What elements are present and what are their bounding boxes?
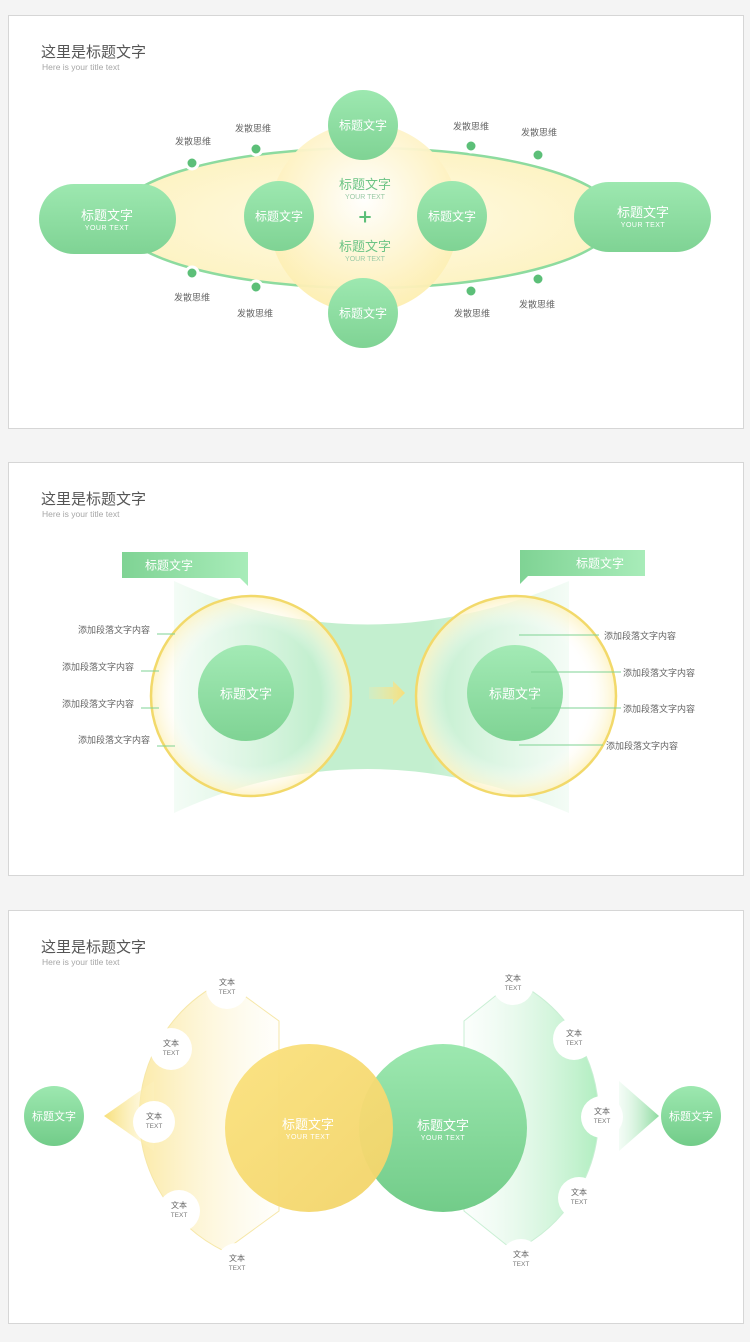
slide-title: 这里是标题文字 — [41, 43, 147, 61]
paragraph-item: 添加段落文字内容 — [604, 632, 677, 642]
center-top-label: 标题文字 YOUR TEXT — [338, 178, 392, 201]
paragraph-item: 添加段落文字内容 — [78, 736, 151, 746]
slide-divergent-thinking: 这里是标题文字 Here is your title text 标题文字 YOU… — [8, 15, 744, 429]
slide-subtitle: Here is your title text — [42, 957, 120, 967]
left-pill-label: 标题文字 YOUR TEXT — [80, 209, 134, 232]
right-small-circle-label: 标题文字 — [669, 1110, 713, 1123]
left-tab-label: 标题文字 — [144, 558, 194, 573]
slide3-graphics — [24, 963, 721, 1285]
right-tab-shape — [520, 550, 645, 584]
orbit-dots — [184, 138, 546, 299]
orbit-dot — [184, 265, 200, 281]
right-inner-circle-label: 标题文字 — [427, 209, 477, 224]
center-glow-circle — [269, 123, 459, 313]
slide-title: 这里是标题文字 — [41, 938, 147, 956]
slide-two-circles: 这里是标题文字 Here is your title text 标题文字 标题文… — [8, 462, 744, 876]
slide-venn-fans: 这里是标题文字 Here is your title text 标题文字 标题文… — [8, 910, 744, 1324]
node-circle — [216, 1243, 258, 1285]
node-circle — [158, 1190, 200, 1232]
node-circle — [581, 1096, 623, 1138]
dot-label: 发散思维 — [518, 300, 556, 311]
slide1-graphics — [39, 90, 711, 348]
right-inner-circle-shape — [417, 181, 487, 251]
paragraph-item: 添加段落文字内容 — [606, 742, 679, 752]
dot-label: 发散思维 — [452, 122, 490, 133]
orbit-dot — [248, 279, 264, 295]
right-core-label: 标题文字 — [488, 687, 542, 703]
top-circle-shape — [328, 90, 398, 160]
dot-label: 发散思维 — [520, 128, 558, 139]
left-pill-shape — [39, 184, 176, 254]
node-circle — [500, 1239, 542, 1281]
bottom-circle-label: 标题文字 — [338, 306, 388, 321]
paragraph-item: 添加段落文字内容 — [78, 626, 151, 636]
bottom-circle-shape — [328, 278, 398, 348]
yellow-main-circle — [225, 1044, 393, 1212]
plus-icon: + — [357, 206, 373, 228]
node-circle — [150, 1028, 192, 1070]
right-tab-label: 标题文字 — [575, 556, 625, 571]
yellow-circle-label: 标题文字 YOUR TEXT — [281, 1118, 335, 1141]
fan-node-circles — [133, 963, 623, 1285]
green-main-circle — [359, 1044, 527, 1212]
left-core-label: 标题文字 — [219, 687, 273, 703]
node-circle — [558, 1177, 600, 1219]
slide-subtitle: Here is your title text — [42, 509, 120, 519]
left-tab-shape — [122, 552, 248, 586]
right-arrow-icon — [619, 1081, 659, 1151]
orbit-dot — [184, 155, 200, 171]
left-core-circle — [198, 645, 294, 741]
orbit-dot — [530, 147, 546, 163]
paragraph-item: 添加段落文字内容 — [623, 705, 696, 715]
left-small-circle-shape — [24, 1086, 84, 1146]
dot-label: 发散思维 — [453, 309, 491, 320]
slide-title: 这里是标题文字 — [41, 490, 147, 508]
center-bottom-label: 标题文字 YOUR TEXT — [338, 240, 392, 263]
slide-subtitle: Here is your title text — [42, 62, 120, 72]
right-core-circle — [467, 645, 563, 741]
left-inner-circle-label: 标题文字 — [254, 209, 304, 224]
right-pill-label: 标题文字 YOUR TEXT — [616, 206, 670, 229]
orbit-dot — [530, 271, 546, 287]
orbit-dot — [463, 283, 479, 299]
top-circle-label: 标题文字 — [338, 118, 388, 133]
paragraph-item: 添加段落文字内容 — [62, 663, 135, 673]
right-leader-lines — [519, 634, 621, 746]
right-small-circle-shape — [661, 1086, 721, 1146]
dot-label: 发散思维 — [234, 124, 272, 135]
orbit-dot — [463, 138, 479, 154]
node-circle — [492, 963, 534, 1005]
arrow-right-icon — [369, 681, 405, 705]
dot-label: 发散思维 — [174, 137, 212, 148]
node-circle — [553, 1018, 595, 1060]
paragraph-item: 添加段落文字内容 — [623, 669, 696, 679]
orbit-dot — [248, 141, 264, 157]
slide2-graphics — [122, 550, 645, 813]
node-circle — [133, 1101, 175, 1143]
node-circle — [206, 967, 248, 1009]
green-circle-label: 标题文字 YOUR TEXT — [416, 1119, 470, 1142]
left-small-circle-label: 标题文字 — [32, 1110, 76, 1123]
left-leader-lines — [141, 633, 175, 747]
dot-label: 发散思维 — [173, 293, 211, 304]
paragraph-item: 添加段落文字内容 — [62, 700, 135, 710]
right-pill-shape — [574, 182, 711, 252]
dot-label: 发散思维 — [236, 309, 274, 320]
left-inner-circle-shape — [244, 181, 314, 251]
